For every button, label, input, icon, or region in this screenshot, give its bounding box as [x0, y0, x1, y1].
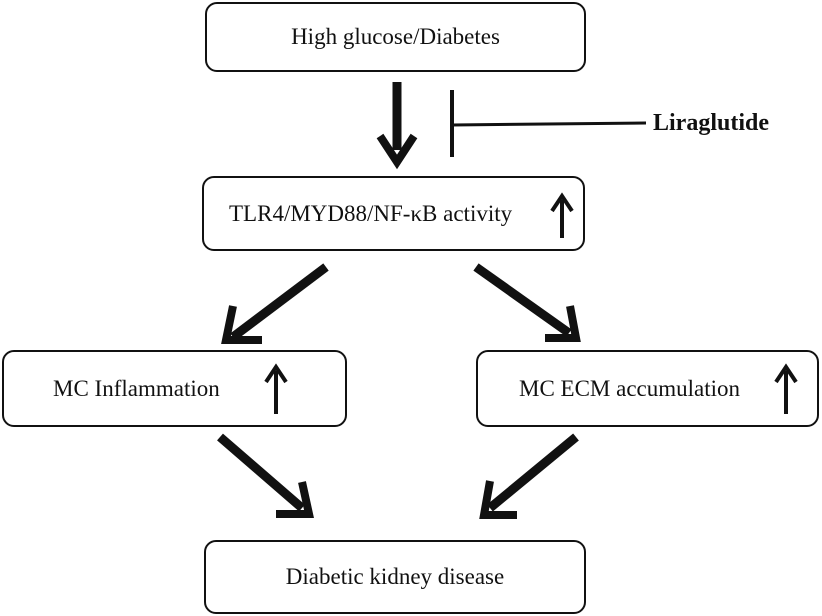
mc-ecm-label: MC ECM accumulation — [519, 375, 741, 401]
diagonal-arrow-icon — [221, 263, 329, 344]
up-arrow-icon — [264, 363, 288, 414]
high-glucose-label: High glucose/Diabetes — [291, 24, 500, 49]
diagonal-arrow-icon — [217, 433, 314, 518]
up-arrow-icon — [550, 192, 574, 238]
dkd-label: Diabetic kidney disease — [285, 564, 505, 589]
tlr4-node: TLR4/MYD88/NF-κB activity — [202, 176, 585, 251]
high-glucose-node: High glucose/Diabetes — [205, 2, 586, 72]
inhibition-bar-icon — [450, 90, 647, 157]
dkd-node: Diabetic kidney disease — [204, 540, 586, 614]
diagonal-arrow-icon — [473, 263, 581, 342]
liraglutide-label: Liraglutide — [653, 110, 770, 136]
up-arrow-icon — [774, 363, 798, 414]
mc-inflammation-node: MC Inflammation — [2, 350, 347, 427]
tlr4-label: TLR4/MYD88/NF-κB activity — [229, 200, 513, 226]
diagonal-arrow-icon — [479, 433, 579, 519]
down-arrow-icon — [376, 82, 418, 170]
mc-inflammation-label: MC Inflammation — [53, 375, 220, 401]
mc-ecm-node: MC ECM accumulation — [476, 350, 819, 427]
